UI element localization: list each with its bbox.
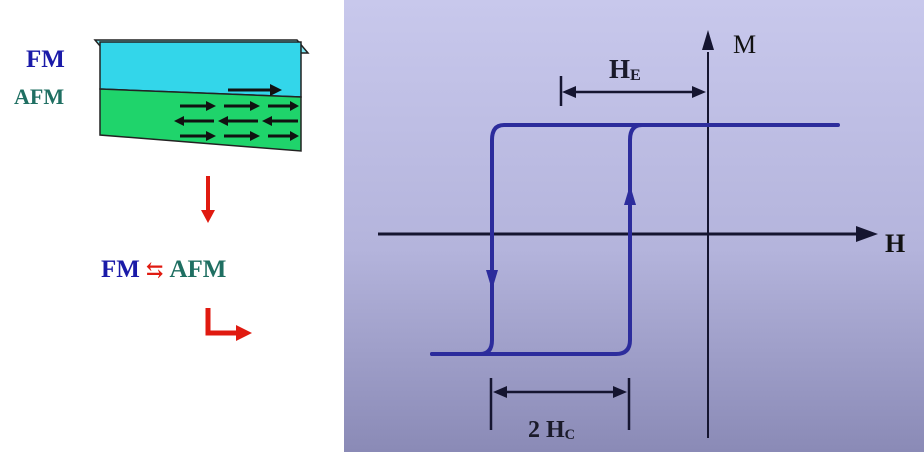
exchange-bias-label: HE xyxy=(609,54,641,84)
down-arrow xyxy=(201,176,215,223)
coupling-fm-label: FM xyxy=(101,256,140,283)
bilayer-diagram xyxy=(93,39,310,341)
fm-afm-coupling: FM⇆AFM xyxy=(101,257,226,282)
up-direction-arrow xyxy=(624,185,636,205)
h-axis-label: H xyxy=(885,229,906,258)
exchange-bias-dimension xyxy=(559,76,706,106)
coercivity-dimension xyxy=(489,378,631,430)
loop-direction-arrows xyxy=(486,185,636,290)
exchange-arrows-icon: ⇆ xyxy=(145,258,164,282)
down-direction-arrow xyxy=(486,270,498,290)
turn-right-arrow xyxy=(205,308,252,341)
afm-spin-arrows xyxy=(174,101,299,141)
afm-layer-label: AFM xyxy=(14,84,65,109)
coercivity-label: 2 HC xyxy=(528,417,576,443)
hysteresis-plot xyxy=(344,0,924,452)
hysteresis-loop xyxy=(430,123,840,356)
m-axis xyxy=(702,30,714,438)
bilayer-panel: FM AFM xyxy=(0,0,344,452)
fm-layer-label: FM xyxy=(26,46,65,73)
h-axis xyxy=(378,226,878,242)
fm-magnetization-arrow xyxy=(228,84,282,96)
m-axis-label: M xyxy=(733,30,757,59)
plot-background xyxy=(344,0,924,452)
coupling-afm-label: AFM xyxy=(169,256,227,283)
